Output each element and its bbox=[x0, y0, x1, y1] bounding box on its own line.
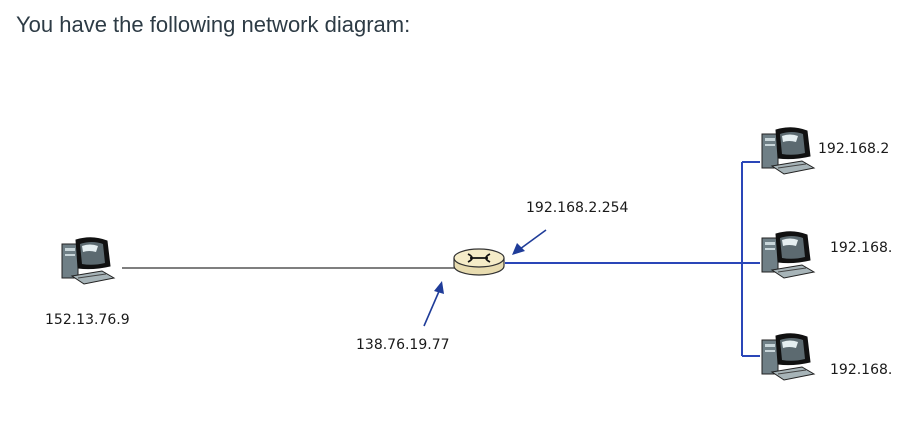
left-host-ip-label: 152.13.76.9 bbox=[45, 312, 130, 328]
computer-icon-middle bbox=[761, 231, 815, 279]
router-left-ip-label: 138.76.19.77 bbox=[356, 337, 450, 353]
router-icon bbox=[453, 248, 505, 276]
arrow-to-router-right-interface bbox=[512, 229, 547, 255]
top-host-ip-label: 192.168.2 bbox=[818, 141, 889, 157]
computer-icon-left bbox=[61, 237, 115, 285]
router-right-ip-label: 192.168.2.254 bbox=[526, 200, 629, 216]
middle-host-ip-label: 192.168. bbox=[830, 240, 892, 256]
computer-icon-bottom bbox=[761, 333, 815, 381]
arrow-to-router-left-interface bbox=[423, 281, 444, 327]
computer-icon-top bbox=[761, 127, 815, 175]
question-text: You have the following network diagram: bbox=[16, 12, 411, 37]
bottom-host-ip-label: 192.168. bbox=[830, 362, 892, 378]
